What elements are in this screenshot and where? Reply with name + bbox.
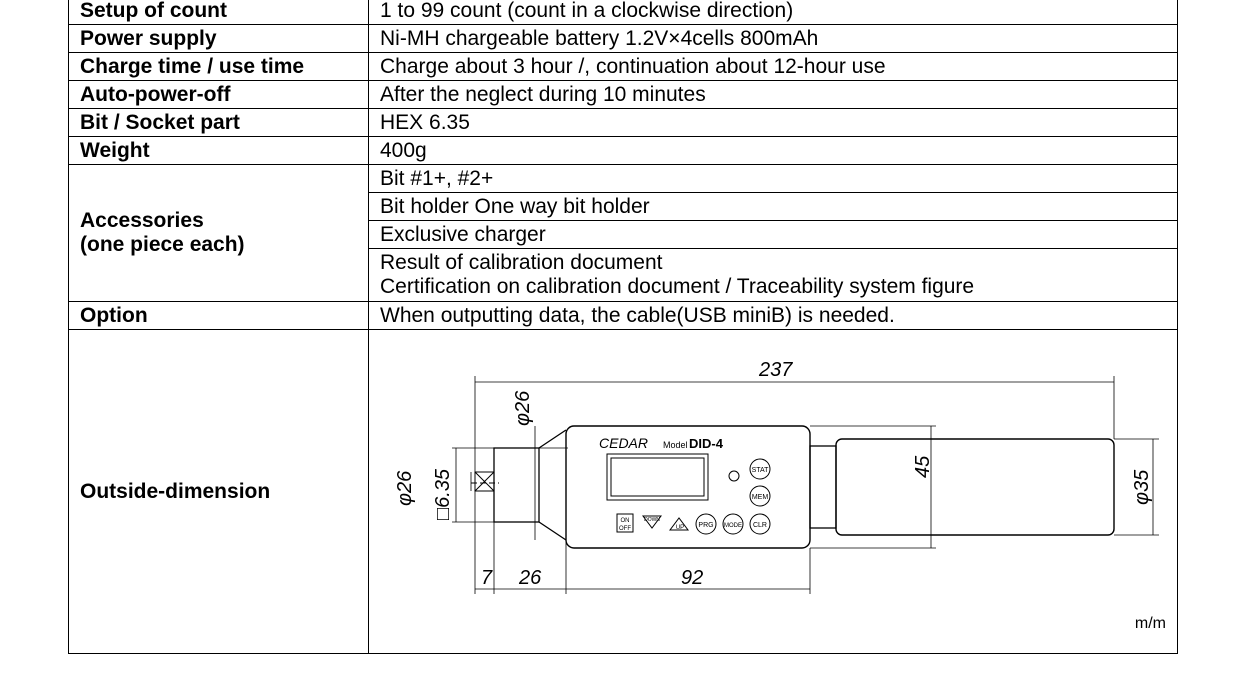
row-value: HEX 6.35	[368, 108, 1178, 137]
option-value: When outputting data, the cable(USB mini…	[368, 301, 1178, 330]
accessories-label: Accessories (one piece each)	[68, 164, 369, 302]
row-label: Power supply	[68, 24, 369, 53]
down-button	[642, 515, 662, 529]
dim-overall: 237	[758, 359, 793, 381]
row-value: 1 to 99 count (count in a clockwise dire…	[368, 0, 1178, 25]
accessories-row: Result of calibration document Certifica…	[69, 248, 1178, 302]
accessory-item: Result of calibration document	[380, 251, 663, 274]
clr-button	[749, 513, 771, 535]
row-value: After the neglect during 10 minutes	[368, 80, 1178, 109]
dimension-drawing: 237 φ26 φ26 □6.35 45 φ35 7 26 92 CEDAR M…	[394, 359, 1159, 594]
accessory-item-multi: Result of calibration document Certifica…	[368, 248, 1178, 302]
dim-neck: 26	[518, 567, 542, 589]
accessories-label-line2: (one piece each)	[80, 233, 245, 256]
table-row: Auto-power-off After the neglect during …	[68, 80, 1178, 109]
row-value: Ni-MH chargeable battery 1.2V×4cells 800…	[368, 24, 1178, 53]
dim-head-dia: φ26	[512, 390, 534, 426]
mem-label: MEM	[752, 494, 769, 501]
prg-label: PRG	[698, 522, 713, 529]
table-row: Charge time / use time Charge about 3 ho…	[68, 52, 1178, 81]
unit-label: m/m	[1134, 615, 1166, 632]
dim-left-dia: φ26	[394, 470, 416, 506]
neck-outline	[493, 447, 540, 523]
mem-button	[749, 485, 771, 507]
row-value: 400g	[368, 136, 1178, 165]
connector-outline	[809, 445, 837, 529]
neck-taper	[538, 429, 567, 541]
table-row: Bit / Socket part HEX 6.35	[68, 108, 1178, 137]
accessories-row: Bit holder One way bit holder	[69, 192, 1178, 221]
display-outline	[606, 453, 709, 501]
outside-dimension-label: Outside-dimension	[68, 329, 369, 654]
row-label: Auto-power-off	[68, 80, 369, 109]
accessory-item: Bit holder One way bit holder	[368, 192, 1178, 221]
model-prefix: Model	[663, 440, 688, 450]
accessories-row: Exclusive charger	[69, 220, 1178, 249]
row-value: Charge about 3 hour /, continuation abou…	[368, 52, 1178, 81]
dim-body: 92	[681, 567, 703, 589]
hex-bit-diagonal	[474, 471, 495, 492]
grip-outline	[835, 438, 1115, 536]
dimension-drawing-cell: 237 φ26 φ26 □6.35 45 φ35 7 26 92 CEDAR M…	[368, 329, 1178, 654]
model-name: DID-4	[689, 436, 724, 451]
accessories-label-line1: Accessories	[80, 209, 204, 232]
up-button	[669, 517, 689, 531]
row-label: Bit / Socket part	[68, 108, 369, 137]
down-label: DOWN	[644, 517, 660, 523]
table-row: Option When outputting data, the cable(U…	[68, 301, 1178, 330]
up-label: UP	[676, 525, 684, 531]
mode-label: MODE	[724, 523, 742, 529]
accessory-item: Certification on calibration document / …	[380, 275, 975, 298]
row-label: Weight	[68, 136, 369, 165]
spec-table: Setup of count 1 to 99 count (count in a…	[68, 0, 1178, 654]
clr-label: CLR	[753, 522, 767, 529]
brand-logo: CEDAR	[599, 435, 648, 451]
table-row: Power supply Ni-MH chargeable battery 1.…	[68, 24, 1178, 53]
accessory-item: Exclusive charger	[368, 220, 1178, 249]
table-row: Weight 400g	[68, 136, 1178, 165]
prg-button	[695, 513, 717, 535]
stat-label: STAT	[752, 467, 770, 474]
mode-button	[722, 513, 744, 535]
row-label: Charge time / use time	[68, 52, 369, 81]
stat-button	[749, 458, 771, 480]
option-label: Option	[68, 301, 369, 330]
dim-height: 45	[912, 455, 934, 478]
off-label: OFF	[619, 526, 631, 532]
table-row: Setup of count 1 to 99 count (count in a…	[68, 0, 1178, 25]
display-window	[610, 457, 705, 497]
dimension-row: Outside-dimension	[68, 329, 1178, 654]
dim-hex: □6.35	[432, 468, 454, 520]
indicator-lamp	[728, 470, 740, 482]
on-label: ON	[621, 518, 630, 524]
onoff-button	[616, 513, 634, 533]
dim-tip: 7	[481, 567, 493, 589]
accessory-item: Bit #1+, #2+	[368, 164, 1178, 193]
row-label: Setup of count	[68, 0, 369, 25]
accessories-row: Accessories (one piece each) Bit #1+, #2…	[68, 164, 1178, 302]
dim-grip-dia: φ35	[1131, 469, 1153, 505]
